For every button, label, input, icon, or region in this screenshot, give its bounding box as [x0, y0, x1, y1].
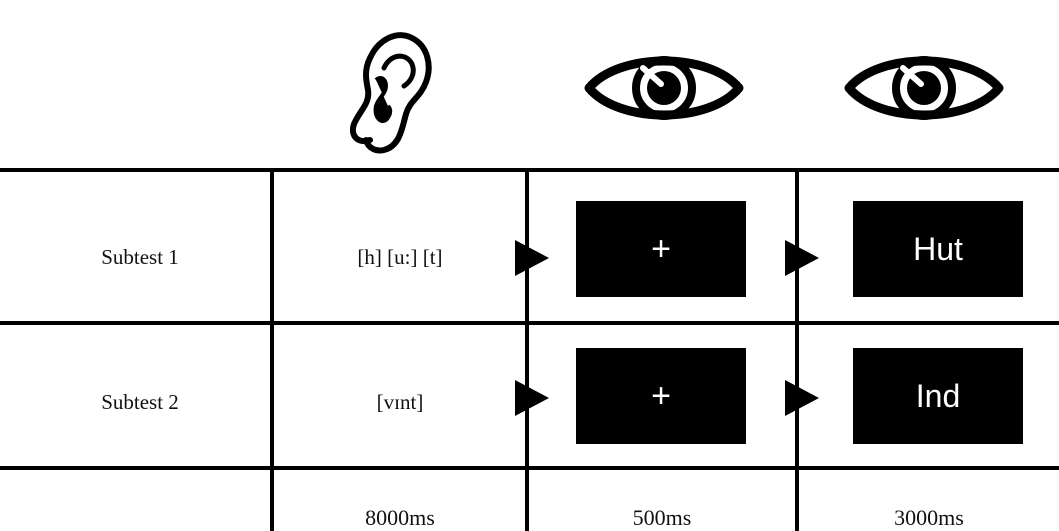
table-bottom-line [0, 466, 1059, 470]
arrow-right-icon [785, 240, 819, 276]
duration-label: 500ms [632, 505, 692, 530]
auditory-stimulus: [h] [u:] [t] [357, 245, 443, 269]
fixation-box: + [576, 201, 746, 297]
arrow-right-icon [515, 380, 549, 416]
ear-icon [350, 32, 432, 154]
target-word-box: Hut [853, 201, 1023, 297]
column-divider [795, 170, 799, 531]
row-label: Subtest 2 [101, 390, 179, 414]
eye-icon [584, 56, 744, 120]
column-divider [525, 170, 529, 531]
arrow-right-icon [515, 240, 549, 276]
arrow-right-icon [785, 380, 819, 416]
table-top-line [0, 168, 1059, 172]
column-divider [270, 170, 274, 531]
fixation-box: + [576, 348, 746, 444]
target-word-box: Ind [853, 348, 1023, 444]
row-label: Subtest 1 [101, 245, 179, 269]
eye-icon [844, 56, 1004, 120]
auditory-stimulus: [vɪnt] [376, 390, 424, 414]
row-divider [0, 321, 1059, 325]
duration-label: 8000ms [365, 505, 435, 530]
duration-label: 3000ms [894, 505, 964, 530]
